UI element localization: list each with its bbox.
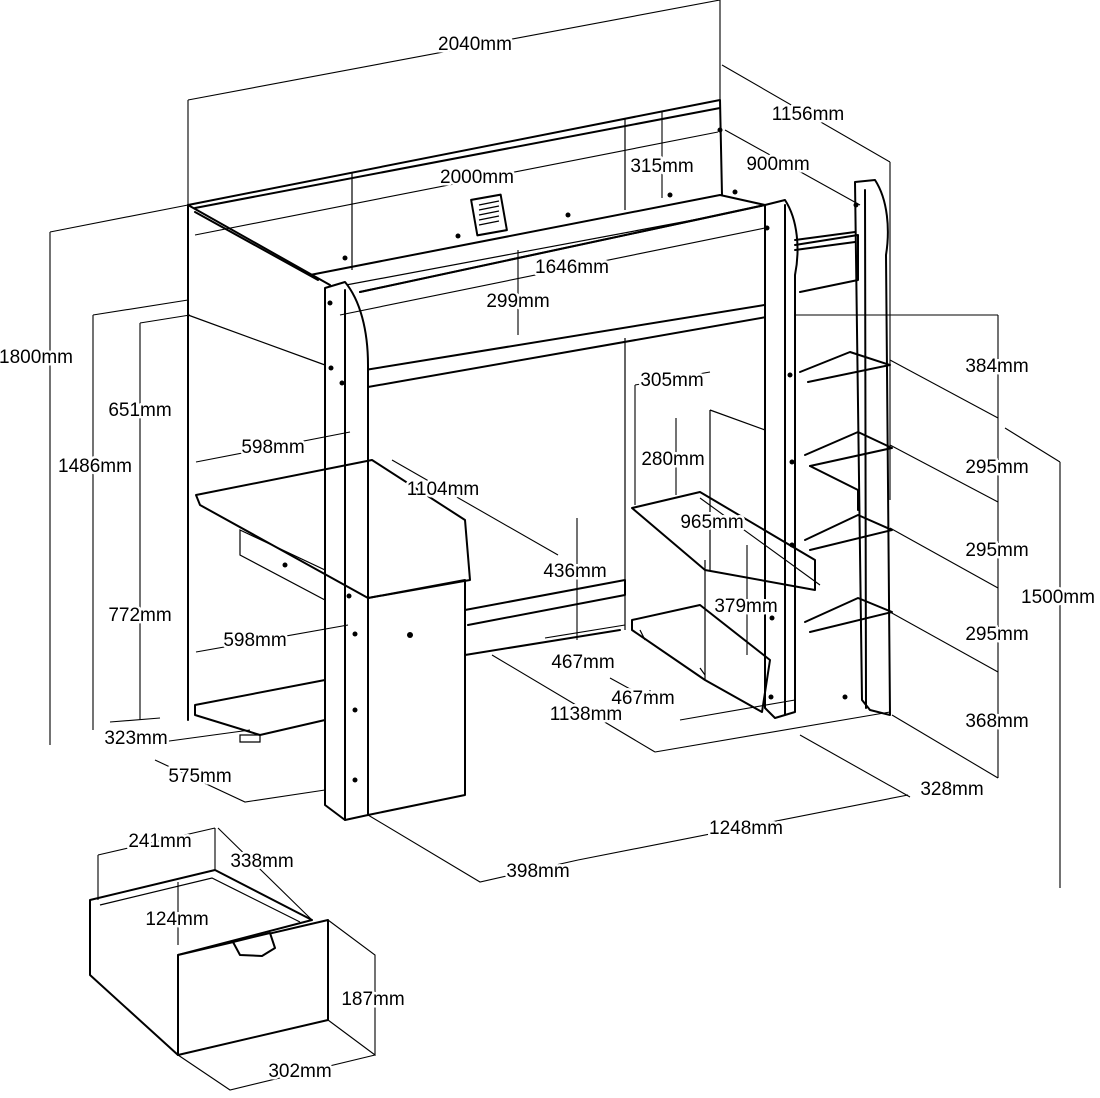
shelf-clearance-label: 379mm <box>714 596 777 617</box>
front-rail-length-label: 1646mm <box>535 257 609 278</box>
shelf-unit-width-label: 305mm <box>640 370 703 391</box>
shelf-spacing-label: 280mm <box>641 449 704 470</box>
desk-height-label: 772mm <box>108 605 171 626</box>
upper-compartment-height-label: 651mm <box>108 400 171 421</box>
bottom-shelf-depth-label: 598mm <box>223 630 286 651</box>
guard-rail-height-label: 315mm <box>630 156 693 177</box>
frame-length-label: 1248mm <box>709 818 783 839</box>
drawer-handle <box>232 932 276 957</box>
cabinet-knob <box>407 632 413 638</box>
cabinet-width-label: 467mm <box>551 652 614 673</box>
drawer-inner-height-label: 124mm <box>145 909 208 930</box>
shelf-depth-label: 965mm <box>680 512 743 533</box>
ladder-step-3-label: 295mm <box>965 624 1028 645</box>
base-height-label: 323mm <box>104 728 167 749</box>
mattress-width-label: 900mm <box>746 154 809 175</box>
drawer-depth-label: 338mm <box>230 851 293 872</box>
overall-height-label: 1800mm <box>0 347 73 368</box>
cabinet-height-label: 436mm <box>543 561 606 582</box>
overall-depth-label: 1156mm <box>772 104 845 125</box>
under-bed-clearance-label: 1486mm <box>58 456 132 477</box>
drawer-front-height-label: 187mm <box>341 989 404 1010</box>
overall-length-label: 2040mm <box>438 34 512 55</box>
drawer-drawing <box>89 869 329 1056</box>
ladder-top-step-label: 384mm <box>965 356 1028 377</box>
cabinet-length-label: 1138mm <box>550 704 623 725</box>
desk-length-label: 1104mm <box>407 479 480 500</box>
ladder-step-1-label: 295mm <box>965 457 1028 478</box>
desk-depth-label: 598mm <box>241 437 304 458</box>
ladder-step-2-label: 295mm <box>965 540 1028 561</box>
assembly-holes <box>282 127 859 783</box>
ladder-depth-label: 328mm <box>920 779 983 800</box>
ladder-bottom-step-label: 368mm <box>965 711 1028 732</box>
base-depth-label: 575mm <box>168 766 231 787</box>
end-depth-label: 398mm <box>506 861 569 882</box>
cabinet-depth-label: 467mm <box>611 688 674 709</box>
dimension-labels: 2040mm 1156mm 1800mm 2000mm 900mm 315mm … <box>0 32 1097 1085</box>
front-rail-height-label: 299mm <box>486 291 549 312</box>
ladder-height-label: 1500mm <box>1021 587 1095 608</box>
dimension-lines <box>49 0 1061 1091</box>
drawer-width-label: 241mm <box>128 831 191 852</box>
bed-frame-drawing <box>187 99 893 821</box>
mattress-length-label: 2000mm <box>440 167 514 188</box>
drawer-front-width-label: 302mm <box>268 1061 331 1082</box>
